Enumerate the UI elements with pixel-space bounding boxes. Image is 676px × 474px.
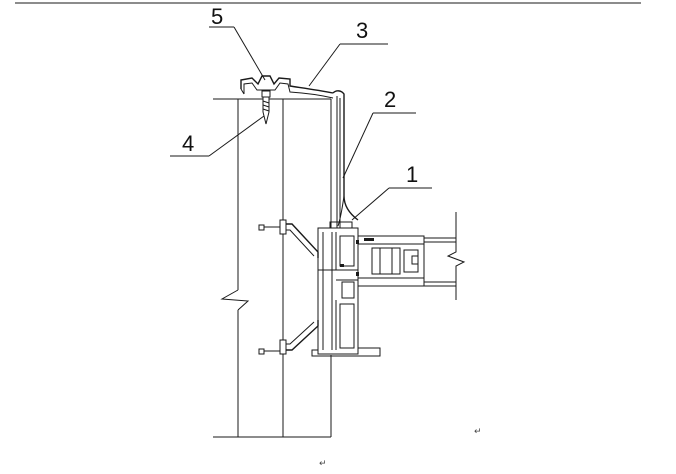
callout-3: 3 (356, 18, 368, 43)
fixing-screw (261, 90, 271, 125)
wall-section (213, 98, 332, 438)
callout-2: 2 (384, 87, 396, 112)
leader-2 (342, 112, 374, 179)
leader-4 (208, 115, 265, 157)
leader-5 (233, 26, 266, 81)
anchor-bracket-lower (258, 320, 319, 355)
window-frame-profile (311, 212, 466, 357)
leader-lines (170, 26, 432, 221)
anchor-bracket-upper (258, 219, 319, 258)
callout-5: 5 (211, 4, 223, 29)
callout-4: 4 (182, 131, 194, 156)
leader-3 (308, 43, 341, 87)
return-mark: ↵ (319, 459, 327, 469)
leader-1 (351, 187, 390, 221)
aluminum-flashing (330, 90, 359, 234)
sill-cap-profile (240, 75, 334, 99)
return-mark: ↵ (474, 427, 482, 437)
callout-1: 1 (406, 162, 418, 187)
